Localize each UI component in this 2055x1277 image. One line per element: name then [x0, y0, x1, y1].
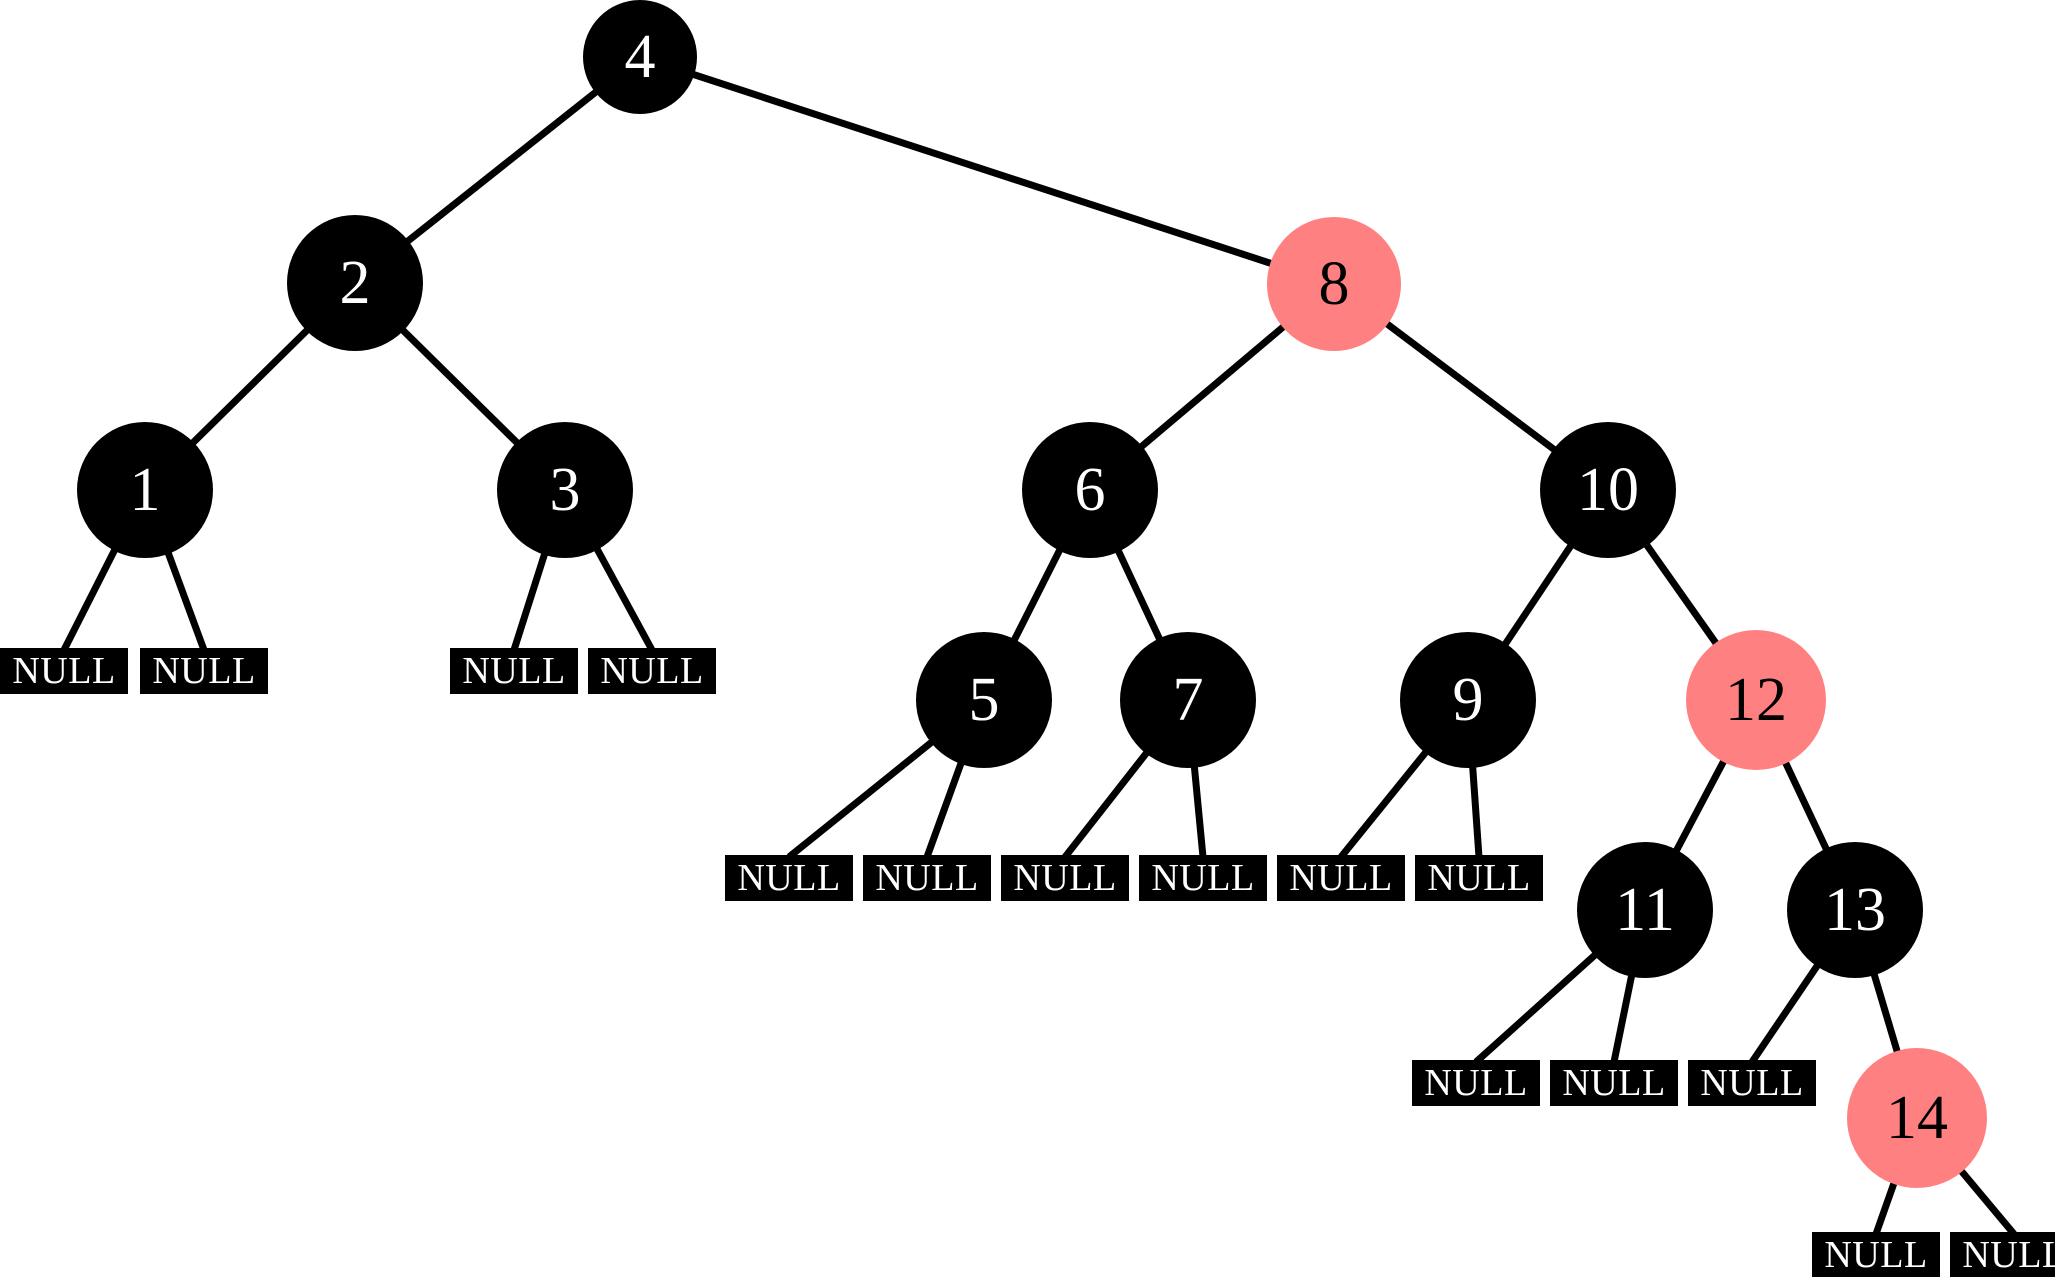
tree-node-label: 5 — [968, 666, 1000, 734]
tree-node-label: 6 — [1074, 456, 1106, 524]
null-leaf: NULL — [1277, 855, 1405, 901]
tree-node-1[interactable]: 1 — [77, 422, 213, 558]
tree-node-label: 4 — [624, 23, 656, 91]
tree-node-label: 7 — [1172, 666, 1204, 734]
tree-node-label: 1 — [129, 456, 161, 524]
tree-node-label: 11 — [1615, 876, 1675, 944]
tree-node-7[interactable]: 7 — [1120, 632, 1256, 768]
tree-node-11[interactable]: 11 — [1577, 842, 1713, 978]
tree-node-3[interactable]: 3 — [497, 422, 633, 558]
null-leaf: NULL — [1001, 855, 1129, 901]
null-leaf: NULL — [1550, 1060, 1678, 1106]
null-leaf: NULL — [1139, 855, 1267, 901]
tree-node-label: 10 — [1577, 456, 1639, 524]
null-leaf: NULL — [1415, 855, 1543, 901]
null-leaf: NULL — [450, 648, 578, 694]
null-leaf: NULL — [1688, 1060, 1816, 1106]
tree-node-6[interactable]: 6 — [1022, 422, 1158, 558]
tree-node-label: 12 — [1725, 666, 1787, 734]
tree-node-5[interactable]: 5 — [916, 632, 1052, 768]
tree-node-label: 3 — [549, 456, 581, 524]
null-leaf: NULL — [0, 648, 128, 694]
tree-node-10[interactable]: 10 — [1540, 422, 1676, 558]
null-leaf: NULL — [1812, 1232, 1940, 1277]
tree-node-9[interactable]: 9 — [1400, 632, 1536, 768]
tree-node-label: 8 — [1318, 250, 1350, 318]
tree-node-label: 2 — [339, 249, 371, 317]
tree-node-8[interactable]: 8 — [1267, 217, 1401, 351]
null-leaf: NULL — [863, 855, 991, 901]
null-leaf: NULL — [1412, 1060, 1540, 1106]
tree-node-label: 14 — [1886, 1084, 1948, 1152]
null-leaf: NULL — [140, 648, 268, 694]
tree-node-4[interactable]: 4 — [583, 0, 697, 114]
null-leaf: NULL — [725, 855, 853, 901]
null-leaf: NULL — [1950, 1232, 2055, 1277]
tree-node-13[interactable]: 13 — [1787, 842, 1923, 978]
tree-node-label: 9 — [1452, 666, 1484, 734]
tree-edge — [638, 53, 1336, 288]
null-leaf: NULL — [588, 648, 716, 694]
tree-node-label: 13 — [1824, 876, 1886, 944]
tree-node-14[interactable]: 14 — [1847, 1048, 1987, 1188]
tree-node-12[interactable]: 12 — [1686, 630, 1826, 770]
tree-node-2[interactable]: 2 — [287, 215, 423, 351]
